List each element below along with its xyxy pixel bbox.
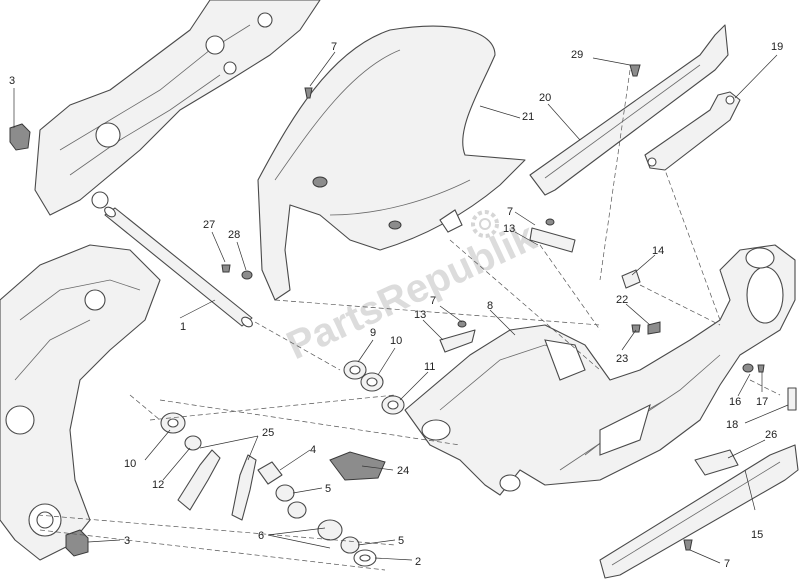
- frame-upper: [34, 0, 321, 216]
- frame-lower: [0, 244, 161, 561]
- callout-7-clip-upper: 7: [507, 206, 513, 218]
- callout-7-clip-lower: 7: [430, 295, 436, 307]
- chain-guard-upper: [529, 24, 729, 196]
- bolt-18: [787, 387, 797, 411]
- callout-3-top: 3: [9, 75, 15, 87]
- callout-29: 29: [571, 49, 583, 61]
- decal-plate: [694, 449, 739, 476]
- rear-mudguard: [257, 25, 526, 301]
- callout-19: 19: [771, 41, 783, 53]
- callout-20: 20: [539, 92, 551, 104]
- callout-22: 22: [616, 294, 628, 306]
- callout-14: 14: [652, 245, 664, 257]
- callout-10-upper: 10: [390, 335, 402, 347]
- callout-6: 6: [258, 530, 264, 542]
- reflector: [329, 451, 386, 481]
- callout-10-lower: 10: [124, 458, 136, 470]
- callout-25: 25: [262, 427, 274, 439]
- nut-16: [742, 363, 754, 373]
- callout-11: 11: [424, 361, 435, 373]
- screw-7-clip-upper: [545, 218, 555, 226]
- callout-26: 26: [765, 429, 777, 441]
- callout-2: 2: [415, 556, 421, 568]
- callout-12: 12: [152, 479, 164, 491]
- pivot-shaft: [104, 206, 253, 328]
- callout-8: 8: [487, 300, 493, 312]
- callout-7-mudguard: 7: [331, 41, 337, 53]
- callout-15: 15: [751, 529, 763, 541]
- bolt-3-top: [9, 123, 31, 151]
- seal-12: [184, 435, 202, 451]
- leader-lines: [13, 51, 789, 564]
- bushing-14: [621, 269, 641, 289]
- bearing-9: [343, 360, 367, 380]
- bearing-10: [360, 372, 384, 392]
- nut-28: [241, 270, 253, 280]
- assembly-lines: [37, 69, 781, 571]
- screw-27: [221, 264, 231, 273]
- callout-3-bottom: 3: [124, 535, 130, 547]
- plate-25-right: [231, 454, 257, 521]
- screw-17: [757, 364, 765, 373]
- callout-23: 23: [616, 353, 628, 365]
- callout-21: 21: [522, 111, 534, 123]
- callout-4: 4: [310, 444, 316, 456]
- callout-5-lower: 5: [398, 535, 404, 547]
- callout-28: 28: [228, 229, 240, 241]
- screw-7-clip-lower: [457, 320, 467, 328]
- callout-5-upper: 5: [325, 483, 331, 495]
- washer-2: [353, 549, 377, 567]
- washer-5: [275, 484, 360, 554]
- callout-16: 16: [729, 396, 741, 408]
- callout-18: 18: [726, 419, 738, 431]
- screw-7-bottom: [683, 539, 693, 551]
- callout-1: 1: [180, 321, 186, 333]
- clip-13-upper: [529, 227, 576, 253]
- screw-23: [631, 324, 641, 333]
- screw-22: [647, 321, 661, 335]
- callout-13-lower: 13: [414, 309, 426, 321]
- screw-7-top: [304, 87, 313, 99]
- clip-13-lower: [439, 329, 476, 353]
- plate-25-left: [177, 449, 221, 511]
- callout-9: 9: [370, 327, 376, 339]
- bushing-6: [317, 519, 343, 541]
- swingarm: [404, 244, 796, 496]
- chain-guard-lower: [599, 444, 799, 579]
- gear-icon: [471, 210, 499, 238]
- callout-24: 24: [397, 465, 409, 477]
- bushing-11: [381, 395, 405, 415]
- callout-7-bottom: 7: [724, 558, 730, 570]
- callout-27: 27: [203, 219, 215, 231]
- callout-17: 17: [756, 396, 768, 408]
- bolt-3-bottom: [65, 529, 89, 557]
- chain-guard-bracket: [644, 91, 741, 171]
- bearing-10-lower: [160, 412, 186, 434]
- callouts: 1 2 3 3 4 5 5 6 7 7 7 7 8 9 10 10 11 12 …: [9, 41, 783, 570]
- screw-29: [629, 64, 641, 77]
- spacer-4: [257, 461, 283, 485]
- callout-13-upper: 13: [503, 223, 515, 235]
